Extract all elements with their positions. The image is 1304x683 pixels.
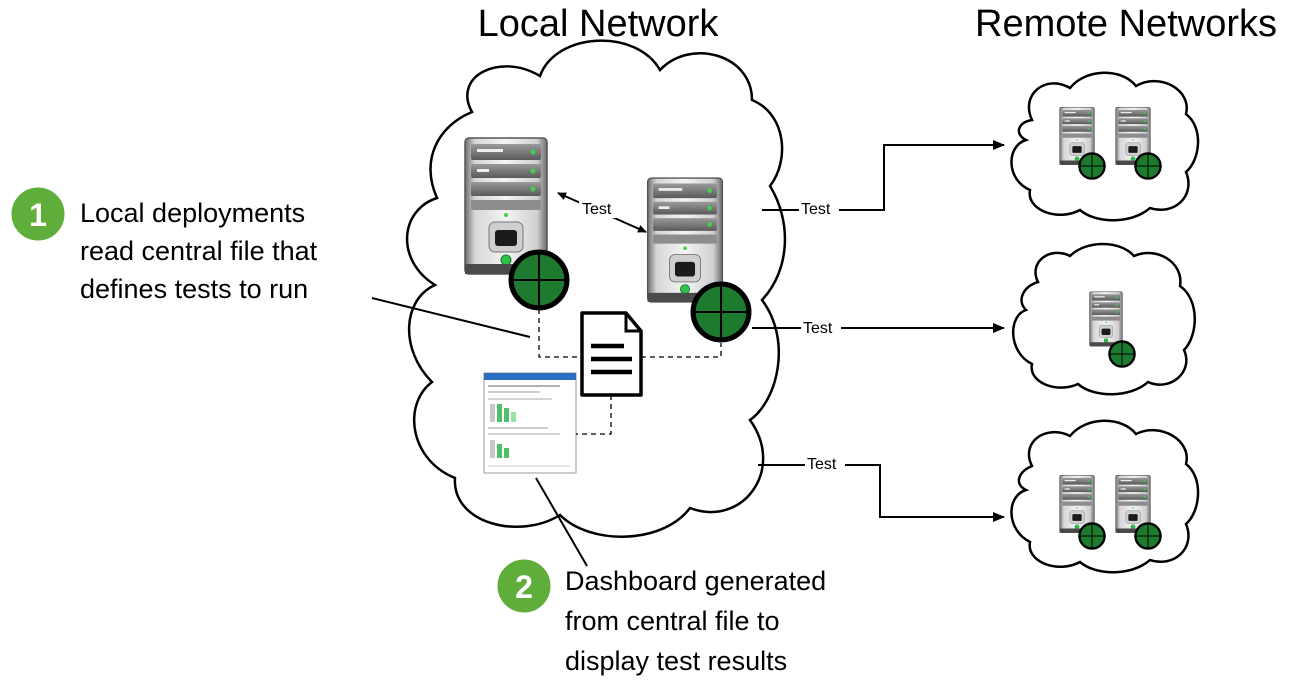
step-1-line-1: Local deployments xyxy=(80,198,305,228)
step-2-line-2: from central file to xyxy=(565,606,780,636)
test-label-remote-1: Test xyxy=(801,201,831,218)
document-icon xyxy=(580,311,643,397)
step-2-badge xyxy=(494,556,554,616)
test-label-remote-3: Test xyxy=(807,456,837,473)
agent-icon xyxy=(1134,522,1162,550)
step-1-line-2: read central file that xyxy=(80,236,318,266)
test-label-remote-2: Test xyxy=(803,320,833,337)
local-network-heading: Local Network xyxy=(478,3,720,45)
agent-icon xyxy=(1078,522,1106,550)
step-1-line-3: defines tests to run xyxy=(80,274,308,304)
dashed-link xyxy=(538,309,582,358)
remote-networks-heading: Remote Networks xyxy=(975,3,1277,45)
agent-icon xyxy=(1078,152,1106,180)
step-1-number: 1 xyxy=(29,197,47,233)
callout-line-1 xyxy=(371,297,531,338)
dashed-link xyxy=(576,395,612,435)
test-arrow-remote-1 xyxy=(762,140,1005,211)
step-1-badge xyxy=(8,184,68,244)
agent-icon xyxy=(693,284,749,340)
agent-icon xyxy=(511,252,567,308)
step-2-number: 2 xyxy=(515,569,533,605)
agent-icon xyxy=(1108,340,1136,368)
step-2: 2 Dashboard generated from central file … xyxy=(494,556,826,676)
step-2-line-3: display test results xyxy=(565,646,787,676)
callout-line-2 xyxy=(535,477,588,567)
remote-network-cloud-1 xyxy=(1010,71,1200,222)
test-arrow-remote-3 xyxy=(758,464,1005,522)
agent-icon xyxy=(1134,152,1162,180)
step-1: 1 Local deployments read central file th… xyxy=(8,184,318,304)
server-icon xyxy=(1089,291,1123,347)
remote-network-cloud-3 xyxy=(1010,419,1200,574)
dashboard-thumbnail xyxy=(483,372,577,474)
step-2-line-1: Dashboard generated xyxy=(565,566,826,596)
local-test-label: Test xyxy=(582,201,612,218)
